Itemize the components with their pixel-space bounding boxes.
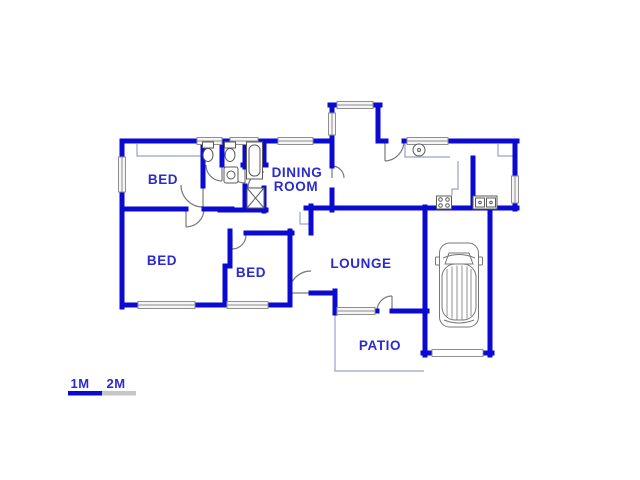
car-icon (435, 242, 483, 328)
kitchen-corner-unit-outline (497, 144, 513, 157)
scale-label-2m: 2M (106, 376, 125, 391)
window (226, 301, 269, 309)
room-label-dining-line1: DINING (272, 165, 323, 180)
dining-corner-outline (299, 212, 312, 225)
scale-bar-segment-2m (102, 391, 136, 396)
room-label-bed-3: BED (236, 265, 266, 280)
walls (119, 102, 520, 358)
kitchen-counter-right-outline (451, 161, 459, 195)
bathtub-icon (246, 141, 263, 180)
fixtures (202, 141, 498, 328)
room-label-lounge: LOUNGE (330, 256, 391, 271)
window (328, 112, 336, 136)
stove-icon (436, 195, 452, 210)
scale-bar: 1M 2M (68, 376, 136, 396)
window (511, 175, 519, 204)
window (229, 137, 259, 145)
wc1-door-icon (205, 164, 223, 182)
toilet-icon (202, 141, 214, 162)
kitchen-counter-outline (404, 144, 450, 158)
bed2-door-icon (185, 208, 205, 228)
entry-door-icon (384, 140, 405, 162)
window (137, 301, 196, 309)
washbasin-icon (223, 166, 239, 184)
room-label-bed-2: BED (147, 253, 177, 268)
scale-label-1m: 1M (70, 376, 89, 391)
room-labels: BED BED BED DINING ROOM LOUNGE PATIO (147, 165, 401, 353)
bed1-door-icon (180, 184, 204, 208)
shower-icon (246, 187, 265, 209)
window (277, 137, 314, 145)
patio-outline (334, 315, 424, 372)
room-label-patio: PATIO (359, 338, 401, 353)
window (118, 156, 126, 193)
wardrobe-outline (136, 144, 202, 157)
window (336, 307, 376, 315)
room-label-dining-line2: ROOM (274, 179, 318, 194)
light-outlines (136, 144, 513, 372)
bed3-door-icon (231, 234, 247, 250)
window (406, 137, 449, 145)
window (336, 101, 374, 109)
round-sink-icon (412, 143, 426, 157)
room-label-bed-1: BED (148, 172, 178, 187)
garage-door-icon (431, 349, 484, 357)
toilet-icon (224, 141, 236, 162)
windows (118, 101, 519, 357)
double-sink-icon (472, 195, 498, 210)
scale-bar-segment-1m (68, 391, 102, 396)
